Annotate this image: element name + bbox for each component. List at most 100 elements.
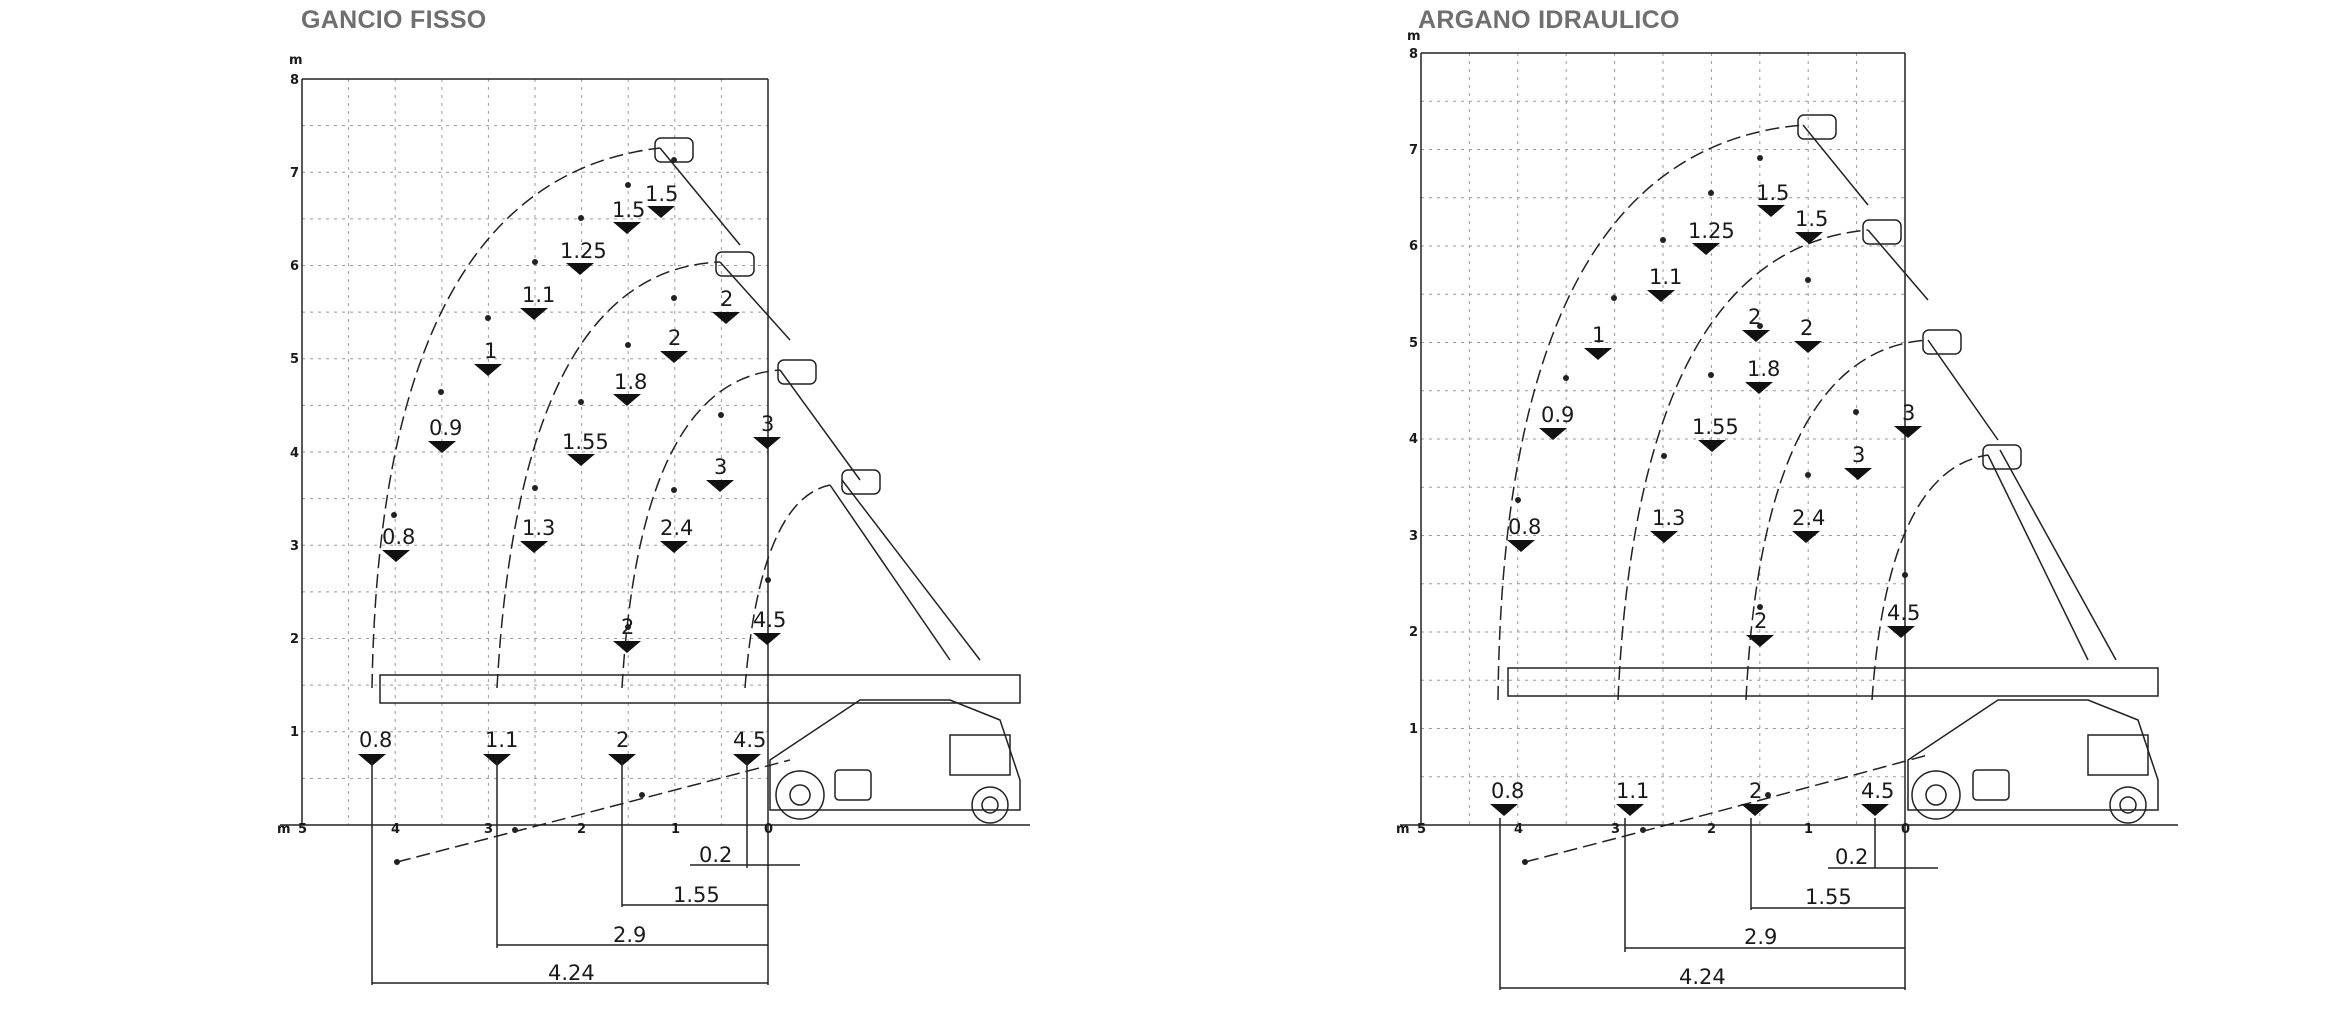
load-label: 2 <box>1800 316 1813 340</box>
load-label: 1.1 <box>1616 779 1649 803</box>
dimension-label: 2.9 <box>613 923 646 947</box>
dimension-label: 1.55 <box>673 883 720 907</box>
load-label: 2 <box>668 326 681 350</box>
dimension-label: 1.55 <box>1805 885 1852 909</box>
x-tick-label: 3 <box>484 822 493 837</box>
y-tick-label: 3 <box>1409 529 1418 544</box>
diagram-panel-gancio-fisso: GANCIO FISSO m m 5 4 <box>277 6 1030 985</box>
dimension-label: 2.9 <box>1744 925 1777 949</box>
load-label: 2 <box>720 287 733 311</box>
crane-drawing <box>1507 114 2159 824</box>
dimension-lines <box>1499 818 1938 990</box>
load-label: 2 <box>616 728 629 752</box>
y-tick-label: 7 <box>1409 143 1418 158</box>
dimension-labels: 0.2 1.55 2.9 4.24 <box>1679 845 1868 989</box>
load-label: 1.25 <box>1688 219 1735 243</box>
load-label: 1 <box>1592 323 1605 347</box>
load-labels: 1.5 1.5 1.25 1.1 2 2 1 1.8 0.9 1.55 3 3 … <box>1491 181 1920 803</box>
y-axis-unit: m <box>1407 29 1421 44</box>
x-tick-label: 5 <box>1417 822 1426 837</box>
dimension-lines <box>371 760 800 985</box>
load-label: 4.5 <box>753 608 786 632</box>
x-tick-label: 5 <box>298 822 307 837</box>
load-label: 1.5 <box>1756 181 1789 205</box>
load-label: 0.8 <box>359 728 392 752</box>
load-label: 4.5 <box>733 728 766 752</box>
panel-title: ARGANO IDRAULICO <box>1418 6 1680 34</box>
dimension-label: 4.24 <box>548 961 595 985</box>
load-label: 0.8 <box>1508 515 1541 539</box>
load-label: 0.9 <box>429 416 462 440</box>
x-axis-unit: m <box>277 822 291 837</box>
dimension-label: 0.2 <box>699 843 732 867</box>
x-tick-label: 2 <box>1707 822 1716 837</box>
y-tick-labels: 1 2 3 4 5 6 7 8 <box>290 73 299 740</box>
load-markers <box>358 206 781 766</box>
load-label: 4.5 <box>1861 779 1894 803</box>
load-label: 0.9 <box>1541 403 1574 427</box>
dimension-label: 4.24 <box>1679 965 1726 989</box>
load-label: 1.1 <box>522 283 555 307</box>
reach-arcs <box>371 147 831 863</box>
diagram-panel-argano-idraulico: ARGANO IDRAULICO m m 5 4 <box>1168 0 2336 1010</box>
load-markers <box>1490 205 1922 816</box>
y-tick-label: 1 <box>290 725 299 740</box>
load-label: 1.8 <box>1747 357 1780 381</box>
y-tick-label: 5 <box>290 352 299 367</box>
load-labels: 1.5 1.5 1.25 1.1 1 2 2 1.8 0.9 1.55 3 3 … <box>359 182 786 752</box>
load-label: 2.4 <box>660 516 693 540</box>
load-chart-gancio-fisso: m m 5 4 3 2 1 0 1 2 3 4 5 6 7 8 <box>277 53 1030 985</box>
load-label: 1.55 <box>562 430 609 454</box>
load-label: 1.8 <box>614 370 647 394</box>
load-label: 3 <box>1902 401 1915 425</box>
load-label: 1.5 <box>645 182 678 206</box>
load-label: 1.5 <box>612 198 645 222</box>
dimension-labels: 0.2 1.55 2.9 4.24 <box>548 843 732 985</box>
y-tick-label: 8 <box>290 73 299 88</box>
load-label: 2.4 <box>1792 506 1825 530</box>
y-tick-label: 1 <box>1409 722 1418 737</box>
load-label: 0.8 <box>382 525 415 549</box>
x-tick-label: 3 <box>1611 822 1620 837</box>
y-tick-label: 4 <box>290 446 299 461</box>
load-label: 1 <box>484 339 497 363</box>
load-label: 3 <box>761 412 774 436</box>
y-tick-label: 3 <box>290 539 299 554</box>
load-label: 1.1 <box>1649 265 1682 289</box>
load-label: 3 <box>714 455 727 479</box>
y-tick-label: 6 <box>290 259 299 274</box>
load-label: 1.3 <box>522 516 555 540</box>
load-label: 1.55 <box>1692 415 1739 439</box>
grid-frame <box>280 78 1030 826</box>
load-label: 1.3 <box>1652 506 1685 530</box>
y-axis-unit: m <box>289 53 303 68</box>
y-tick-label: 2 <box>290 632 299 647</box>
load-label: 1.1 <box>485 728 518 752</box>
x-axis-unit: m <box>1396 822 1410 837</box>
x-tick-label: 4 <box>391 822 400 837</box>
load-label: 4.5 <box>1887 601 1920 625</box>
load-label: 1.5 <box>1795 207 1828 231</box>
y-tick-label: 4 <box>1409 432 1418 447</box>
arc-points <box>391 157 771 865</box>
x-tick-label: 4 <box>1514 822 1523 837</box>
grid <box>1421 53 1905 825</box>
x-tick-label: 2 <box>577 822 586 837</box>
dimension-label: 0.2 <box>1835 845 1868 869</box>
load-label: 1.25 <box>560 239 607 263</box>
load-label: 2 <box>1748 305 1761 329</box>
y-tick-label: 5 <box>1409 336 1418 351</box>
grid <box>302 79 768 825</box>
load-label: 2 <box>1749 779 1762 803</box>
load-label: 0.8 <box>1491 779 1524 803</box>
load-label: 3 <box>1852 443 1865 467</box>
load-label: 2 <box>621 615 634 639</box>
arc-points <box>1515 155 1908 865</box>
y-tick-label: 8 <box>1409 47 1418 62</box>
x-tick-label: 1 <box>671 822 680 837</box>
crane-drawing <box>379 137 1021 824</box>
y-tick-label: 2 <box>1409 625 1418 640</box>
y-tick-labels: 1 2 3 4 5 6 7 8 <box>1409 47 1418 737</box>
reach-arcs <box>1497 124 1989 863</box>
panel-title: GANCIO FISSO <box>301 6 487 34</box>
